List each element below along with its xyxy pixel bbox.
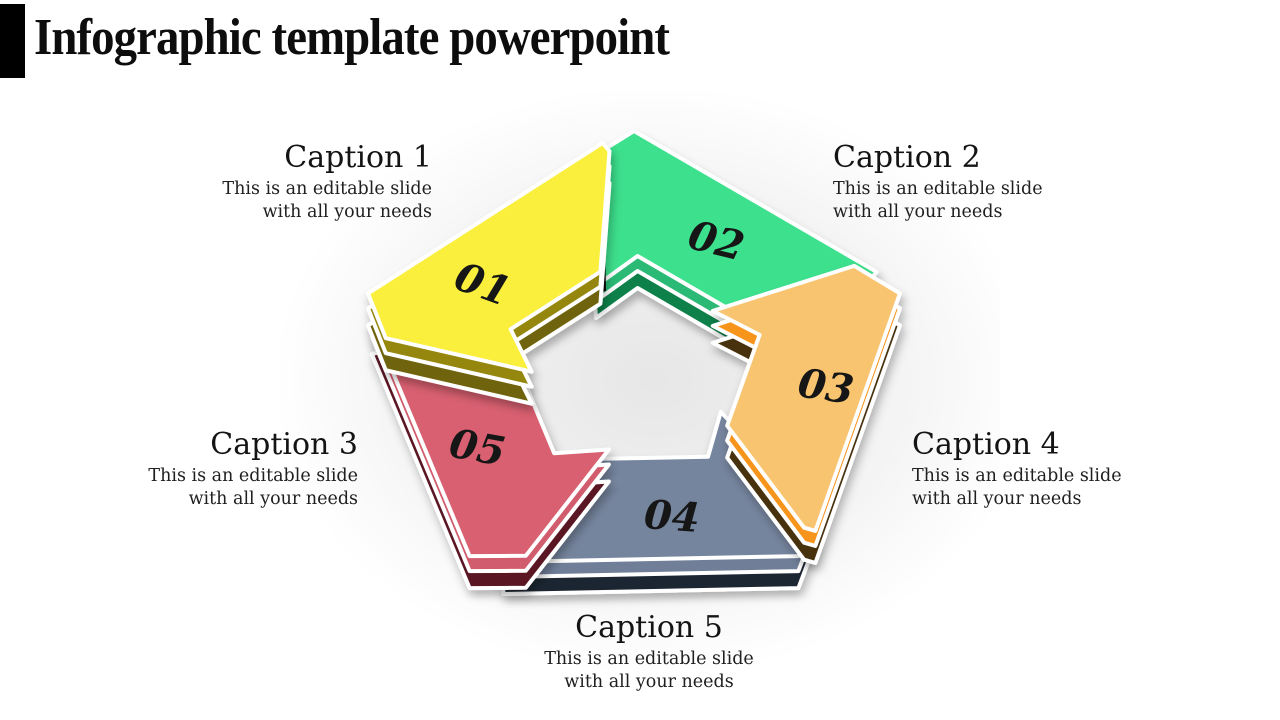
segment-number-05: 05: [446, 420, 509, 476]
caption-1-line1: This is an editable slide: [222, 179, 432, 199]
caption-5: Caption 5 This is an editable slide with…: [499, 611, 799, 693]
caption-2-line1: This is an editable slide: [833, 179, 1043, 199]
segment-number-04: 04: [643, 491, 702, 542]
caption-3-title: Caption 3: [210, 427, 358, 462]
caption-5-line2: with all your needs: [564, 671, 734, 692]
caption-2: Caption 2 This is an editable slide with…: [833, 141, 1083, 223]
caption-4-line2: with all your needs: [912, 488, 1082, 509]
segment-number-03: 03: [795, 359, 857, 413]
caption-1-title: Caption 1: [284, 140, 432, 175]
caption-3-line1: This is an editable slide: [148, 466, 358, 486]
slide-title: Infographic template powerpoint: [34, 9, 670, 66]
caption-2-line2: with all your needs: [833, 201, 1003, 222]
caption-1-line2: with all your needs: [262, 201, 432, 222]
title-accent-bar: [0, 4, 25, 78]
caption-5-title: Caption 5: [575, 610, 723, 645]
caption-4: Caption 4 This is an editable slide with…: [912, 428, 1162, 510]
caption-2-title: Caption 2: [833, 140, 981, 175]
caption-3-line2: with all your needs: [188, 488, 358, 509]
caption-4-title: Caption 4: [912, 427, 1060, 462]
caption-5-line1: This is an editable slide: [544, 649, 754, 669]
caption-4-line1: This is an editable slide: [912, 466, 1122, 486]
caption-3: Caption 3 This is an editable slide with…: [108, 428, 358, 510]
caption-1: Caption 1 This is an editable slide with…: [182, 141, 432, 223]
